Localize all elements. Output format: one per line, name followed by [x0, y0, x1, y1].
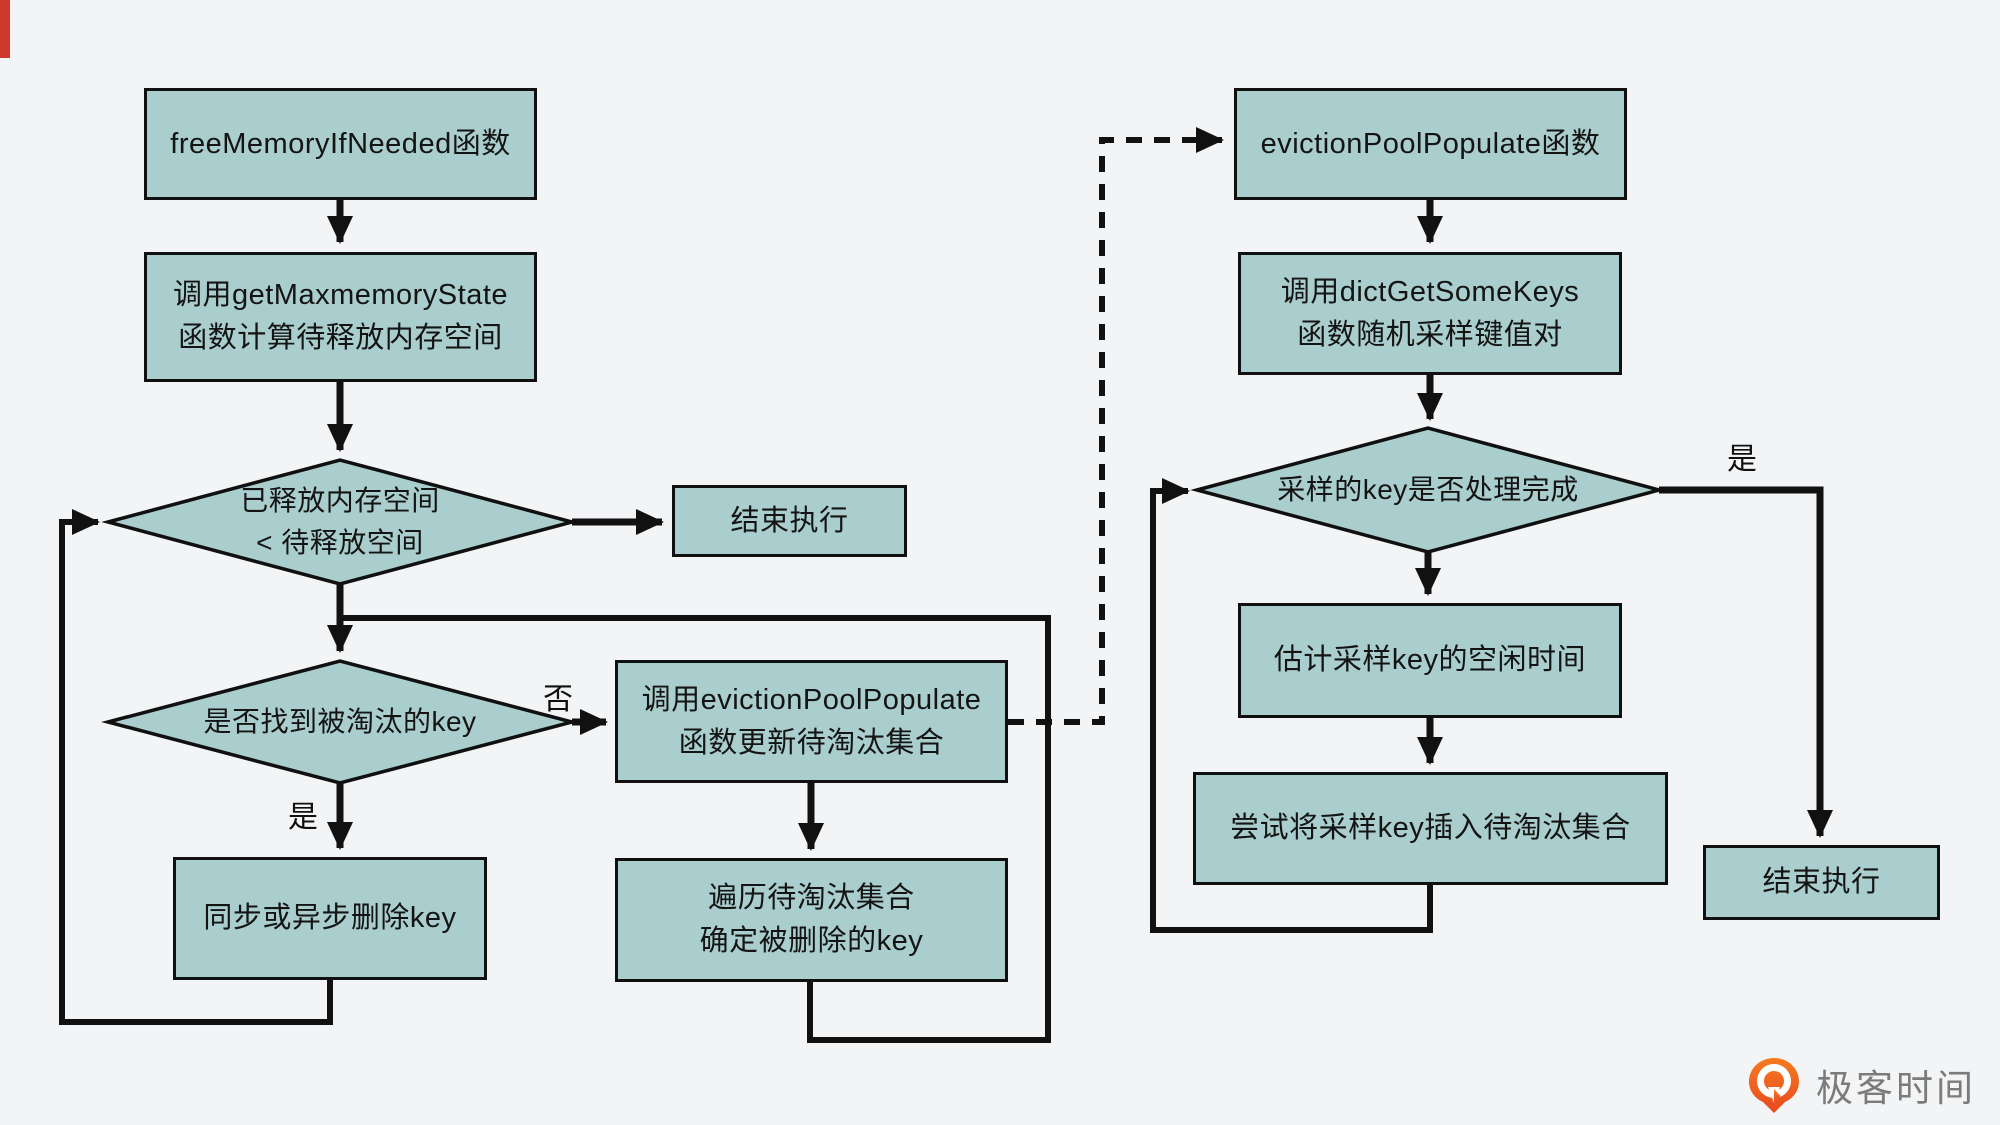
- node-end-right: 结束执行: [1703, 845, 1940, 920]
- node-insert-pool: 尝试将采样key插入待淘汰集合: [1193, 772, 1668, 885]
- page-edge-red-strip: [0, 0, 10, 58]
- node-calc-memory: 调用getMaxmemoryState 函数计算待释放内存空间: [144, 252, 537, 382]
- node-sample-keys: 调用dictGetSomeKeys 函数随机采样键值对: [1238, 252, 1622, 375]
- decision1-diamond: [101, 458, 579, 586]
- branch-label-yes-right: 是: [1727, 434, 1757, 478]
- node-eviction-pool-populate: evictionPoolPopulate函数: [1234, 88, 1627, 200]
- node-end-left: 结束执行: [672, 485, 907, 557]
- decision3-text: 采样的key是否处理完成: [1218, 434, 1638, 546]
- update-pool-line2: 函数更新待淘汰集合: [678, 726, 945, 759]
- branch-yes-right-text: 是: [1727, 443, 1757, 476]
- eviction-pool-title-label: evictionPoolPopulate函数: [1260, 127, 1601, 160]
- node-update-pool: 调用evictionPoolPopulate 函数更新待淘汰集合: [615, 660, 1008, 783]
- sample-keys-line2: 函数随机采样键值对: [1297, 318, 1563, 351]
- update-pool-line1: 调用evictionPoolPopulate: [641, 683, 982, 716]
- decision1-line1: 已释放内存空间: [240, 485, 440, 516]
- sample-keys-line1: 调用dictGetSomeKeys: [1280, 275, 1580, 308]
- loop-traverse-to-decision2-line: [340, 615, 1051, 1043]
- calc-memory-line1: 调用getMaxmemoryState: [172, 279, 509, 312]
- decision2-diamond: [101, 659, 579, 785]
- end-right-label: 结束执行: [1762, 866, 1881, 899]
- end-left-label: 结束执行: [730, 504, 849, 537]
- insert-pool-label: 尝试将采样key插入待淘汰集合: [1230, 812, 1631, 845]
- decision3-label: 采样的key是否处理完成: [1277, 474, 1579, 505]
- dashed-crossref-arrow: [1008, 127, 1224, 725]
- decision1-text: 已释放内存空间 < 待释放空间: [150, 465, 530, 579]
- node-estimate-idle: 估计采样key的空闲时间: [1238, 603, 1622, 718]
- calc-memory-line2: 函数计算待释放内存空间: [178, 322, 503, 354]
- node-free-memory-if-needed: freeMemoryIfNeeded函数: [144, 88, 537, 200]
- decision2-label: 是否找到被淘汰的key: [203, 706, 477, 737]
- branch-label-yes-left: 是: [288, 792, 318, 836]
- delete-key-label: 同步或异步删除key: [203, 902, 457, 935]
- branch-yes-left-text: 是: [288, 801, 318, 834]
- geektime-logo: 极客时间: [1746, 1056, 1976, 1114]
- geektime-logo-icon: [1749, 1058, 1799, 1113]
- traverse-pool-line2: 确定被删除的key: [699, 925, 924, 957]
- geektime-logo-text: 极客时间: [1816, 1068, 1976, 1109]
- decision3-diamond: [1190, 426, 1666, 554]
- loop-delete-to-decision1-line: [59, 509, 333, 1025]
- decision1-line2: < 待释放空间: [256, 527, 424, 558]
- branch-no-text: 否: [543, 683, 573, 716]
- decision2-text: 是否找到被淘汰的key: [130, 666, 550, 778]
- branch-label-no: 否: [543, 674, 573, 718]
- node-free-memory-label: freeMemoryIfNeeded函数: [170, 127, 511, 160]
- loop-insert-to-decision3-line: [1150, 478, 1433, 933]
- traverse-pool-line1: 遍历待淘汰集合: [708, 882, 915, 915]
- node-traverse-pool: 遍历待淘汰集合 确定被删除的key: [615, 858, 1008, 982]
- arrow-decision3-yes-to-end: [1659, 486, 1833, 838]
- estimate-idle-label: 估计采样key的空闲时间: [1273, 644, 1587, 677]
- node-delete-key: 同步或异步删除key: [173, 857, 487, 980]
